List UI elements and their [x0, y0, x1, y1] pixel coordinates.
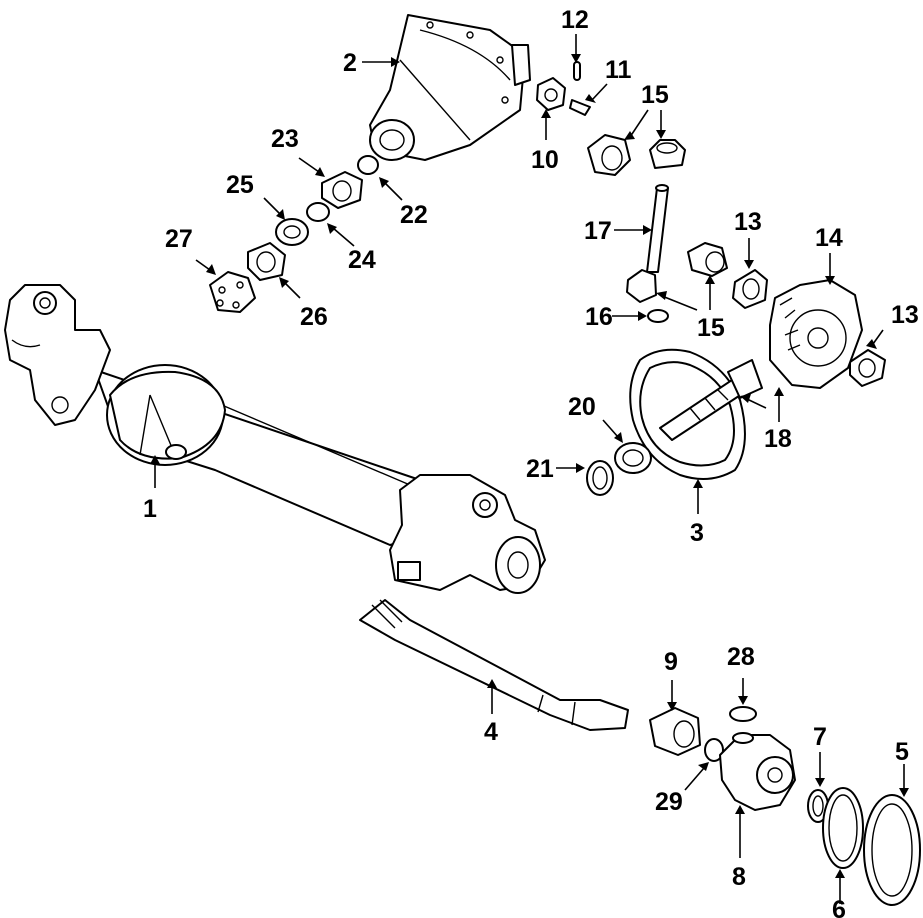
- pinion-gear-15: [649, 139, 686, 169]
- seal-20: [614, 442, 652, 474]
- differential-case: [369, 14, 531, 161]
- drive-pinion-18: [659, 359, 763, 441]
- callout-8: 8: [732, 863, 746, 891]
- callout-5: 5: [895, 738, 909, 766]
- pinion-gear-15-lower: [626, 269, 657, 303]
- callout-4: 4: [484, 718, 498, 746]
- callout-1: 1: [143, 495, 157, 523]
- callout-2: 2: [343, 49, 357, 77]
- seal-25: [275, 218, 309, 246]
- callout-13b: 13: [891, 301, 919, 329]
- pin-12: [573, 61, 581, 81]
- callout-3: 3: [690, 519, 704, 547]
- carrier-14: [769, 279, 863, 389]
- ring-21: [586, 460, 614, 496]
- washer-16: [647, 309, 669, 323]
- callout-17: 17: [584, 217, 612, 245]
- callout-15b: 15: [697, 314, 725, 342]
- callout-7: 7: [813, 723, 827, 751]
- callout-14: 14: [815, 224, 843, 252]
- ring-22: [357, 155, 379, 175]
- ring-7: [807, 789, 829, 823]
- flange-27: [209, 271, 256, 313]
- callout-21: 21: [526, 455, 554, 483]
- callout-22: 22: [400, 201, 428, 229]
- callout-12: 12: [561, 6, 589, 34]
- bearing-13a: [732, 269, 768, 309]
- callout-18: 18: [764, 425, 792, 453]
- side-gear-15a: [587, 134, 631, 176]
- callout-29: 29: [655, 788, 683, 816]
- ring-24: [306, 202, 330, 222]
- callout-labels: 1 2 3 4 5 6 7 8 9 10 11 12 13 13 14 15 1…: [143, 6, 919, 918]
- callout-16: 16: [585, 303, 613, 331]
- callout-13a: 13: [734, 208, 762, 236]
- callout-26: 26: [300, 303, 328, 331]
- leader-lines: [150, 34, 909, 904]
- callout-24: 24: [348, 246, 376, 274]
- axle-housing: [4, 284, 546, 594]
- seal-28: [729, 706, 757, 722]
- axle-shaft-4: [359, 599, 629, 731]
- cross-shaft-17: [646, 184, 669, 273]
- callout-11: 11: [605, 56, 632, 84]
- callout-6: 6: [832, 896, 846, 918]
- callout-25: 25: [226, 171, 254, 199]
- ring-6: [822, 787, 864, 869]
- callout-23: 23: [271, 125, 299, 153]
- callout-27: 27: [165, 225, 193, 253]
- callout-9: 9: [664, 648, 678, 676]
- nut-10: [536, 77, 566, 111]
- callout-10: 10: [531, 146, 559, 174]
- callout-15a: 15: [641, 81, 669, 109]
- callout-20: 20: [568, 393, 596, 421]
- key-11: [569, 99, 591, 116]
- callout-28: 28: [727, 643, 755, 671]
- bearing-23: [321, 171, 363, 209]
- hub-8: [719, 732, 796, 811]
- bearing-13b: [849, 349, 886, 387]
- side-gear-15b: [687, 242, 728, 277]
- bearing-9: [649, 707, 701, 756]
- ring-29: [704, 738, 724, 762]
- ring-5: [863, 794, 921, 906]
- seal-26: [247, 242, 286, 281]
